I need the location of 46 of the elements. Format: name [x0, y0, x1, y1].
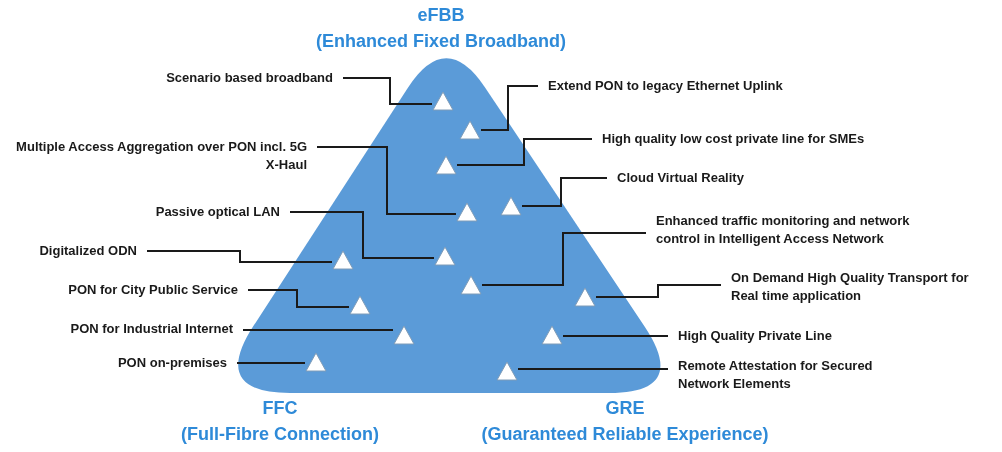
leader-line: [562, 335, 669, 337]
annotation-text: On Demand High Quality Transport for Real time application: [721, 269, 989, 305]
annotation-text: High quality low cost private line for SMEs: [592, 130, 942, 148]
triangle-marker: [459, 120, 481, 140]
triangle-marker: [456, 202, 478, 222]
annotation-text: PON for Industrial Internet: [20, 320, 243, 338]
triangle-marker: [460, 275, 482, 295]
annotation-text: Enhanced traffic monitoring and network control in Intelligent Access Network: [646, 212, 946, 248]
leader-line: [316, 146, 457, 215]
category-heading: GRE: [605, 397, 645, 419]
annotation-text: Digitalized ODN: [10, 242, 147, 260]
triangle-marker: [332, 250, 354, 270]
category-subtitle: (Guaranteed Reliable Experience): [481, 423, 769, 445]
leader-line: [289, 211, 435, 259]
triangle-marker: [435, 155, 457, 175]
triangle-marker: [305, 352, 327, 372]
category-heading: FFC: [262, 397, 298, 419]
leader-line: [236, 362, 306, 364]
category-subtitle: (Full-Fibre Connection): [181, 423, 379, 445]
annotation-text: Extend PON to legacy Ethernet Uplink: [538, 77, 838, 95]
triangle-marker: [393, 325, 415, 345]
triangle-marker: [541, 325, 563, 345]
leader-line: [480, 85, 539, 131]
annotation-text: High Quality Private Line: [668, 327, 908, 345]
annotation-text: Passive optical LAN: [100, 203, 290, 221]
leader-line: [146, 250, 333, 263]
category-subtitle: (Enhanced Fixed Broadband): [316, 30, 566, 52]
leader-line: [521, 177, 608, 207]
triangle-marker: [432, 91, 454, 111]
leader-line: [595, 284, 722, 298]
annotation-text: Cloud Virtual Reality: [607, 169, 827, 187]
triangle-marker: [574, 287, 596, 307]
triangle-marker: [500, 196, 522, 216]
category-heading: eFBB: [417, 4, 465, 26]
annotation-text: Multiple Access Aggregation over PON incl. 5G X-Haul: [10, 138, 317, 174]
triangle-marker: [496, 361, 518, 381]
annotation-text: Scenario based broadband: [100, 69, 343, 87]
triangle-marker: [349, 295, 371, 315]
triangle-marker: [434, 246, 456, 266]
leader-line: [247, 289, 350, 308]
annotation-text: Remote Attestation for Secured Network Elements: [668, 357, 926, 393]
leader-line: [481, 232, 647, 286]
annotation-text: PON for City Public Service: [20, 281, 248, 299]
annotation-text: PON on-premises: [60, 354, 237, 372]
leader-line: [456, 138, 593, 166]
leader-line: [342, 77, 433, 105]
